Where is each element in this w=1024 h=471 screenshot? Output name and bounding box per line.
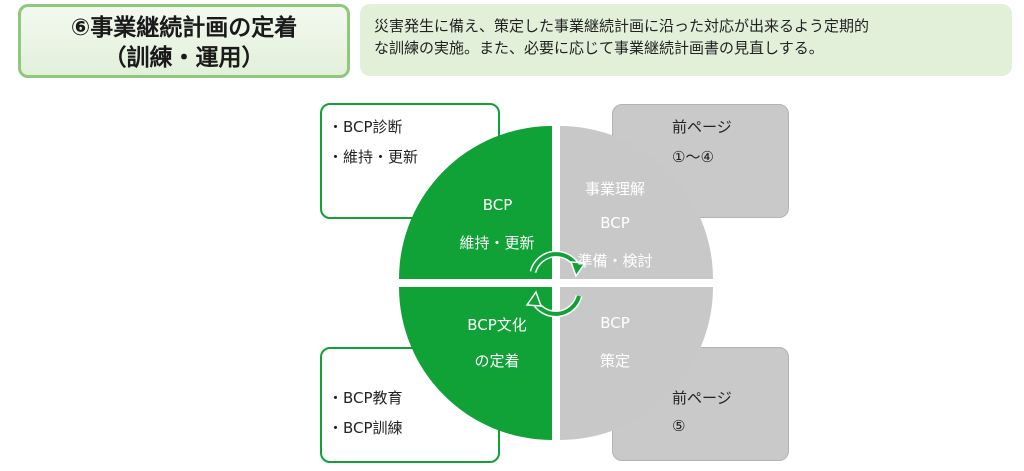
quadrant-top-right-line2: BCP (600, 214, 630, 232)
quadrant-top-left (399, 126, 552, 279)
quadrant-top-right (560, 126, 713, 279)
section-title-line1: ⑥事業継続計画の定着 (70, 15, 298, 41)
quadrant-bottom-right (560, 287, 713, 440)
bottom-left-item-1: ・BCP教育 (328, 389, 403, 407)
circular-arrows-icon (525, 250, 587, 318)
description-line2: な訓練の実施。また、必要に応じて事業継続計画書の見直しする。 (374, 39, 824, 57)
quadrant-top-left-line2: 維持・更新 (459, 234, 535, 252)
bottom-right-ref-line2: ⑤ (672, 417, 686, 435)
top-left-item-2: ・維持・更新 (328, 148, 419, 166)
section-title-box: ⑥事業継続計画の定着 （訓練・運用） (18, 4, 350, 78)
top-right-ref-line1: 前ページ (672, 118, 732, 136)
quadrant-top-right-line3: 準備・検討 (577, 252, 653, 270)
bottom-right-ref-line1: 前ページ (672, 389, 732, 407)
quadrant-bottom-left-line2: の定着 (474, 352, 520, 370)
bottom-left-item-2: ・BCP訓練 (328, 419, 403, 437)
quadrant-bottom-left-line1: BCP文化 (467, 316, 527, 334)
top-left-item-1: ・BCP診断 (328, 118, 403, 136)
quadrant-bottom-right-line1: BCP (600, 314, 630, 332)
quadrant-bottom-right-line2: 策定 (599, 352, 630, 370)
description-line1: 災害発生に備え、策定した事業継続計画に沿った対応が出来るよう定期的 (374, 17, 870, 35)
quadrant-top-left-line1: BCP (482, 196, 513, 214)
quadrant-top-right-line1: 事業理解 (584, 180, 645, 198)
description-box: 災害発生に備え、策定した事業継続計画に沿った対応が出来るよう定期的 な訓練の実施… (360, 4, 1012, 76)
top-right-ref-line2: ①～④ (672, 148, 714, 166)
section-title-line2: （訓練・運用） (103, 45, 265, 71)
quadrant-bottom-left (399, 287, 552, 440)
